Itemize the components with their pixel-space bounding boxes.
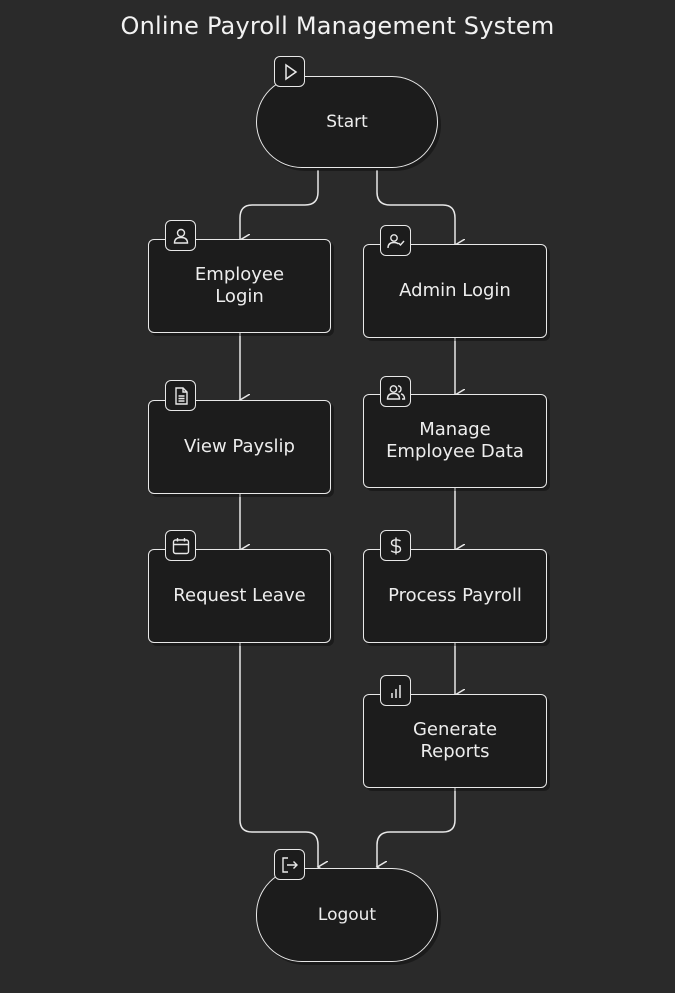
user-check-icon (380, 225, 411, 256)
node-employee-login[interactable]: Employee Login (148, 239, 331, 333)
play-icon (274, 56, 305, 87)
node-view-payslip[interactable]: View Payslip (148, 400, 331, 494)
edge-start-employee-login (240, 170, 319, 240)
node-process-payroll[interactable]: Process Payroll (363, 549, 547, 643)
document-icon (165, 380, 196, 411)
node-admin-login-label: Admin Login (399, 280, 511, 301)
node-process-payroll-label: Process Payroll (388, 585, 522, 606)
bar-chart-icon (380, 675, 411, 706)
node-request-leave-label: Request Leave (173, 585, 306, 606)
node-generate-reports[interactable]: Generate Reports (363, 694, 547, 788)
edge-generate-reports-logout (377, 788, 456, 867)
node-start[interactable]: Start (256, 76, 438, 168)
node-manage-employee-data[interactable]: Manage Employee Data (363, 394, 547, 488)
logout-icon (274, 849, 305, 880)
users-icon (380, 376, 411, 407)
node-logout-label: Logout (317, 905, 377, 925)
diagram-title: Online Payroll Management System (120, 12, 555, 40)
edge-request-leave-logout (239, 643, 318, 867)
node-admin-login[interactable]: Admin Login (363, 244, 547, 338)
node-start-label: Start (326, 112, 368, 132)
node-logout[interactable]: Logout (256, 868, 438, 962)
node-request-leave[interactable]: Request Leave (148, 549, 331, 643)
calendar-icon (165, 530, 196, 561)
user-icon (165, 220, 196, 251)
edge-start-admin-login (376, 170, 455, 245)
node-view-payslip-label: View Payslip (184, 436, 295, 457)
dollar-icon (380, 530, 411, 561)
node-employee-login-label: Employee Login (194, 264, 285, 307)
node-manage-employee-data-label: Manage Employee Data (386, 419, 524, 462)
node-generate-reports-label: Generate Reports (412, 719, 498, 762)
